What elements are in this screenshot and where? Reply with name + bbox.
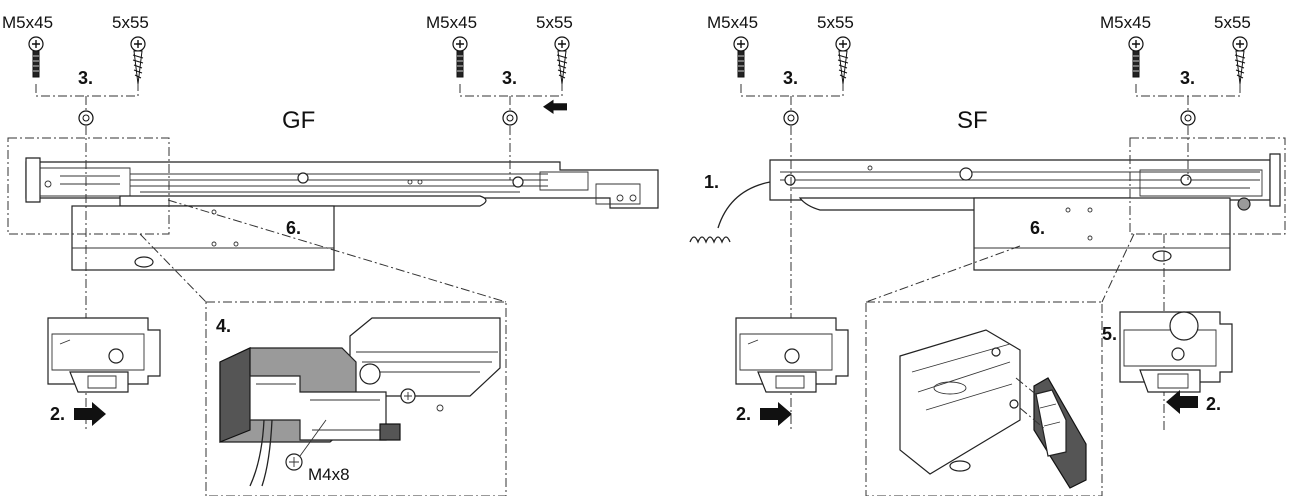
screw-group-gf-right: M5x45 5x55 3. bbox=[426, 13, 573, 126]
machine-screw-icon bbox=[733, 36, 749, 78]
step-3-label: 3. bbox=[502, 68, 517, 88]
washer-icon bbox=[78, 110, 94, 126]
detail-frame-4 bbox=[205, 301, 507, 496]
detail-frame-sf bbox=[1129, 137, 1286, 235]
cable-line bbox=[249, 419, 273, 487]
screw-label-5x55: 5x55 bbox=[536, 13, 573, 32]
sf-bracket-detail-left: 2. bbox=[735, 317, 849, 426]
step-2-label: 2. bbox=[736, 404, 751, 424]
washer-icon bbox=[783, 110, 799, 126]
screw-bracket-line bbox=[740, 84, 844, 112]
screw-label-5x55: 5x55 bbox=[817, 13, 854, 32]
screw-label-m5x45: M5x45 bbox=[707, 13, 758, 32]
step-3-label: 3. bbox=[1180, 68, 1195, 88]
gf-rail-assembly: 6. bbox=[7, 126, 659, 430]
screw-label-m4x8: M4x8 bbox=[308, 465, 350, 484]
screw-label-5x55: 5x55 bbox=[1214, 13, 1251, 32]
wood-screw-icon bbox=[835, 36, 851, 85]
detail-5-panel bbox=[865, 301, 1103, 496]
spring-coil-icon bbox=[689, 236, 731, 244]
gf-title: GF bbox=[282, 107, 315, 134]
spring-cable bbox=[717, 181, 771, 229]
step-4-label: 4. bbox=[216, 316, 231, 336]
sf-title: SF bbox=[957, 107, 988, 134]
screw-label-m5x45: M5x45 bbox=[1100, 13, 1151, 32]
step-6-label: 6. bbox=[1030, 218, 1045, 238]
screw-group-gf-left: M5x45 5x55 3. bbox=[2, 13, 149, 126]
screw-group-sf-left: M5x45 5x55 3. bbox=[707, 13, 854, 126]
screw-label-m5x45: M5x45 bbox=[426, 13, 477, 32]
closer-body bbox=[71, 205, 335, 271]
step-2-label: 2. bbox=[50, 404, 65, 424]
washer-icon bbox=[1180, 110, 1196, 126]
step-3-label: 3. bbox=[78, 68, 93, 88]
screw-group-sf-right: M5x45 5x55 3. bbox=[1100, 13, 1251, 126]
step-2-label: 2. bbox=[1206, 394, 1221, 414]
step-1-label: 1. bbox=[704, 172, 719, 192]
sf-rail-assembly: 1. 6. bbox=[543, 99, 1286, 432]
machine-screw-icon bbox=[28, 36, 44, 78]
machine-screw-icon bbox=[452, 36, 468, 78]
screw-label-5x55: 5x55 bbox=[112, 13, 149, 32]
screw-bracket-line bbox=[1135, 84, 1241, 112]
screw-bracket-line bbox=[459, 84, 563, 112]
screw-label-m5x45: M5x45 bbox=[2, 13, 53, 32]
arrow-left-icon bbox=[1166, 390, 1198, 414]
gf-bracket-detail: 2. bbox=[47, 317, 161, 426]
machine-screw-icon bbox=[1128, 36, 1144, 78]
step-6-label: 6. bbox=[286, 218, 301, 238]
washer-icon bbox=[502, 110, 518, 126]
wood-screw-icon bbox=[130, 36, 146, 85]
detail-4-panel: 4. M4x8 bbox=[205, 301, 507, 496]
sf-bracket-detail-right: 5. 2. bbox=[1102, 311, 1233, 414]
screw-bracket-line bbox=[35, 84, 139, 112]
arrow-right-icon bbox=[760, 402, 792, 426]
step-5-label: 5. bbox=[1102, 324, 1117, 344]
arrow-right-icon bbox=[74, 402, 106, 426]
arrow-left-icon bbox=[543, 99, 567, 115]
wood-screw-icon bbox=[1232, 36, 1248, 85]
step-3-label: 3. bbox=[783, 68, 798, 88]
zoom-lines-sf bbox=[865, 233, 1135, 303]
zoom-lines-gf bbox=[139, 199, 507, 303]
wood-screw-icon bbox=[554, 36, 570, 85]
detail-frame-gf bbox=[7, 137, 170, 235]
